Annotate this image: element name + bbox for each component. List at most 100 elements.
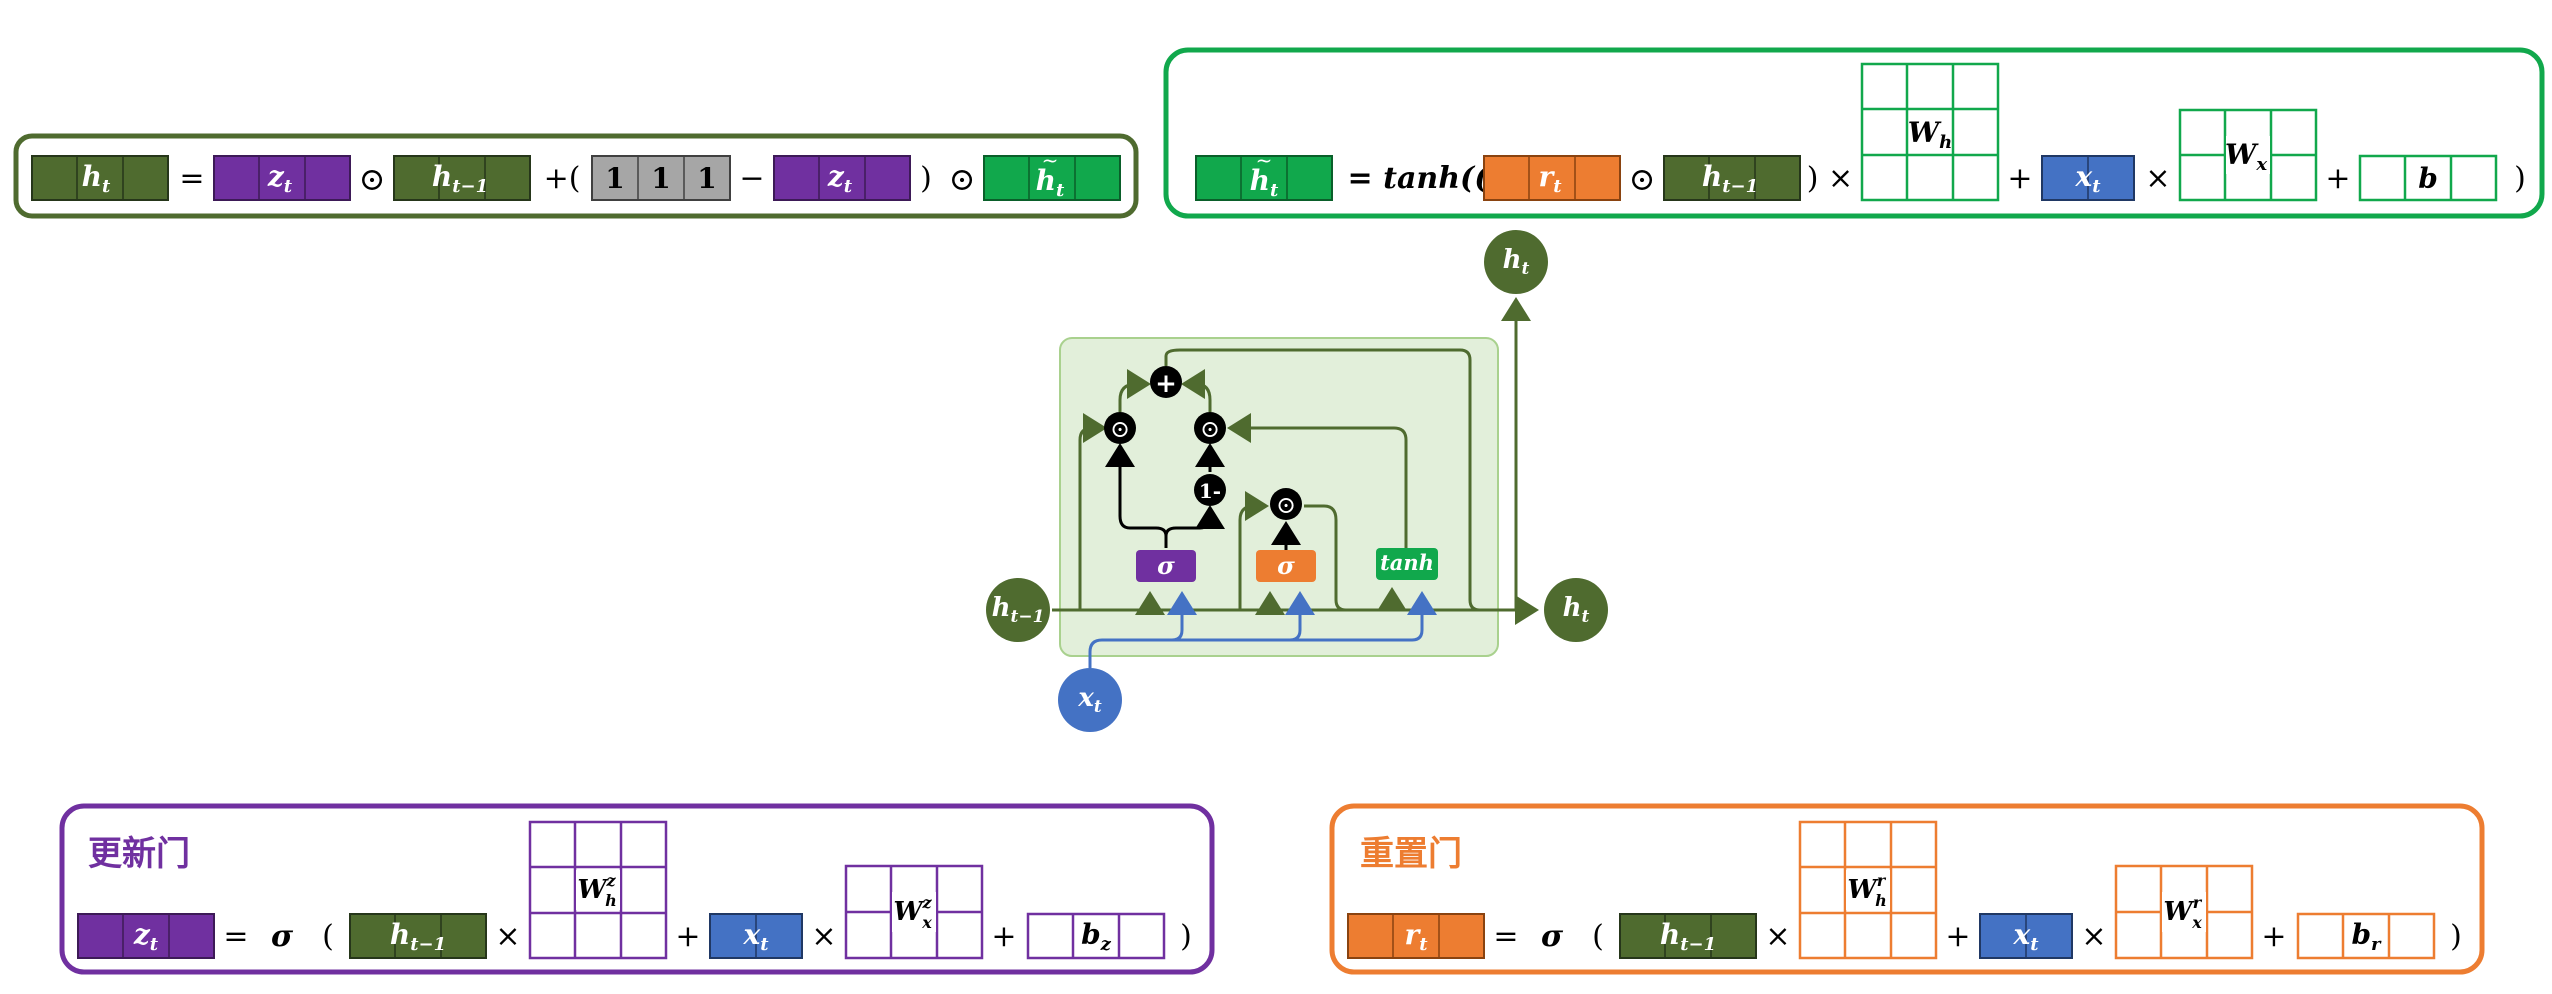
ones-vector: 1 1 1 bbox=[591, 155, 731, 201]
h-tilde-lhs-vector: ~ ht bbox=[1195, 148, 1333, 201]
wh-matrix bbox=[1860, 62, 2000, 202]
rg-b-label: br bbox=[2351, 918, 2382, 955]
left-mult-node: ⊙ bbox=[1104, 412, 1136, 444]
h-tilde-vector: ~ ht bbox=[983, 148, 1121, 201]
ug-wx-sup: z bbox=[921, 893, 932, 912]
svg-text:⊙: ⊙ bbox=[1276, 491, 1296, 519]
ug-plus1: + bbox=[675, 919, 700, 954]
rg-wh-matrix bbox=[1798, 820, 1938, 960]
ug-wh-sub: h bbox=[605, 891, 617, 910]
ug-x-vector: xt bbox=[709, 913, 803, 959]
rg-wx-sup: r bbox=[2193, 893, 2203, 912]
plus-sign-1: + bbox=[2007, 161, 2032, 196]
svg-text:1: 1 bbox=[605, 162, 624, 195]
svg-text:ht−1: ht−1 bbox=[992, 593, 1045, 627]
h-prev-vector: ht−1 bbox=[393, 155, 531, 201]
svg-text:ht: ht bbox=[1036, 164, 1065, 201]
svg-text:σ: σ bbox=[1277, 551, 1295, 580]
h-prev-vector-2: ht−1 bbox=[1663, 155, 1801, 201]
update-gate-title: 更新门 bbox=[88, 834, 190, 874]
svg-text:⊙: ⊙ bbox=[1200, 415, 1220, 443]
rg-x-vector: xt bbox=[1979, 913, 2073, 959]
rg-b-vector bbox=[2296, 912, 2436, 960]
svg-text:ht: ht bbox=[1563, 593, 1590, 627]
ug-open: ( bbox=[322, 919, 334, 954]
wx-label: Wx bbox=[2225, 138, 2267, 175]
svg-text:ht−1: ht−1 bbox=[1702, 160, 1758, 197]
input-x-node: xt bbox=[1058, 668, 1122, 732]
svg-text:tanh: tanh bbox=[1380, 550, 1434, 575]
ug-times1: × bbox=[495, 919, 520, 954]
svg-text:σ: σ bbox=[1157, 551, 1175, 580]
rg-eq: = bbox=[1493, 919, 1518, 954]
odot-operator: ⊙ bbox=[359, 160, 386, 198]
rg-h-prev-vector: ht−1 bbox=[1619, 913, 1757, 959]
update-gate-box bbox=[59, 803, 1215, 975]
z-t-vector: zt bbox=[213, 155, 351, 201]
svg-text:ht: ht bbox=[1503, 245, 1530, 279]
h-t-label: h bbox=[82, 160, 102, 193]
ug-b-label: bz bbox=[1081, 918, 1112, 955]
rg-open: ( bbox=[1592, 919, 1604, 954]
rg-wh-sup: r bbox=[1877, 871, 1887, 890]
gate-wires bbox=[1105, 443, 1301, 550]
svg-text:rt: rt bbox=[1404, 918, 1428, 955]
svg-text:ht−1: ht−1 bbox=[432, 160, 488, 197]
rg-plus1: + bbox=[1945, 919, 1970, 954]
rg-times1: × bbox=[1765, 919, 1790, 954]
close-times: ) × bbox=[1807, 161, 1853, 196]
svg-text:1-: 1- bbox=[1199, 479, 1221, 503]
rg-close: ) bbox=[2450, 919, 2462, 954]
minus-sign: − bbox=[739, 161, 764, 196]
r-t-lhs-vector: rt bbox=[1347, 913, 1485, 959]
r-t-vector: rt bbox=[1483, 155, 1621, 201]
svg-text:ht: ht bbox=[82, 160, 111, 197]
svg-text:zt: zt bbox=[827, 160, 853, 197]
z-t-vector-2: zt bbox=[773, 155, 911, 201]
wh-label: Wh bbox=[1908, 116, 1953, 153]
plus-sign-2: + bbox=[2325, 161, 2350, 196]
right-mult-node: ⊙ bbox=[1194, 412, 1226, 444]
input-h-node: ht−1 bbox=[986, 578, 1050, 642]
times-sign: × bbox=[2145, 161, 2170, 196]
svg-text:1: 1 bbox=[697, 162, 716, 195]
h-prev-label: h bbox=[432, 160, 452, 193]
odot-operator-3: ⊙ bbox=[1629, 160, 1656, 198]
svg-text:1: 1 bbox=[651, 162, 670, 195]
svg-text:ht−1: ht−1 bbox=[1660, 918, 1716, 955]
rg-wh-sub: h bbox=[1875, 891, 1887, 910]
ug-h-prev-vector: ht−1 bbox=[349, 913, 487, 959]
svg-text:ht: ht bbox=[1250, 164, 1279, 201]
svg-text:xt: xt bbox=[2012, 918, 2039, 955]
z-t-lhs-vector: zt bbox=[77, 913, 215, 959]
b-label: b bbox=[2418, 162, 2438, 195]
svg-text:⊙: ⊙ bbox=[1110, 415, 1130, 443]
eq-tanh: = tanh(( bbox=[1348, 161, 1491, 196]
one-minus-node: 1- bbox=[1194, 474, 1226, 506]
reset-gate-title: 重置门 bbox=[1360, 834, 1462, 874]
rg-sigma: σ bbox=[1541, 919, 1564, 954]
x-t-vector: xt bbox=[2041, 155, 2135, 201]
tanh-gate: tanh bbox=[1376, 548, 1438, 580]
svg-text:~: ~ bbox=[1256, 148, 1273, 172]
svg-text:ht−1: ht−1 bbox=[390, 918, 446, 955]
svg-text:zt: zt bbox=[133, 918, 159, 955]
reset-mult-node: ⊙ bbox=[1270, 488, 1302, 520]
plus-open-paren: +( bbox=[544, 161, 581, 196]
ug-wh-label: W bbox=[577, 875, 609, 905]
svg-text:+: + bbox=[1155, 369, 1177, 399]
ug-close: ) bbox=[1180, 919, 1192, 954]
svg-text:rt: rt bbox=[1538, 160, 1562, 197]
ug-wh-matrix bbox=[528, 820, 668, 960]
svg-text:xt: xt bbox=[1077, 683, 1102, 717]
ug-plus2: + bbox=[991, 919, 1016, 954]
reset-gate-box bbox=[1329, 803, 2485, 975]
ug-wx-sub: x bbox=[921, 913, 932, 932]
output-h-node: ht bbox=[1544, 578, 1608, 642]
svg-text:xt: xt bbox=[2074, 160, 2101, 197]
ug-wx-label: W bbox=[893, 897, 925, 927]
svg-text:xt: xt bbox=[742, 918, 769, 955]
h-t-vector: ht bbox=[31, 155, 169, 201]
rg-times2: × bbox=[2081, 919, 2106, 954]
